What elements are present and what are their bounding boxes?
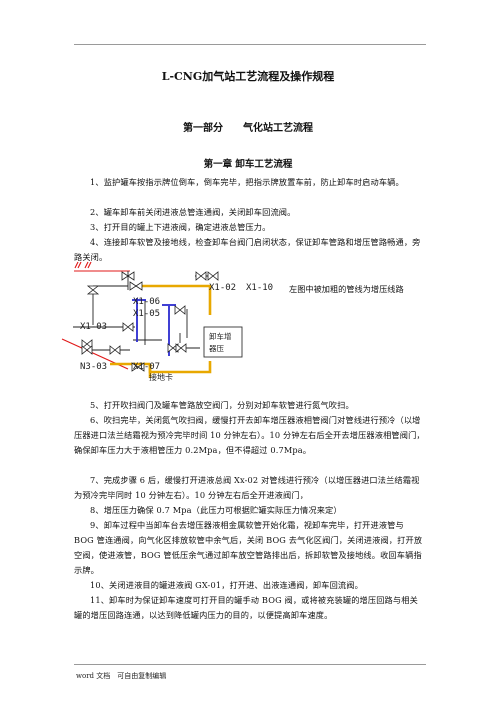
footer-rule [74,664,426,665]
paragraph-step-5: 5、打开吹扫阀门及罐车管路放空阀门，分别对卸车软管进行氮气吹扫。 [74,398,426,413]
valve-icon [81,345,93,355]
paragraph-text: 11、卸车时为保证卸车速度可打开目的罐手动 BOG 阀，或将被充装罐的增压回路与… [74,595,418,620]
label-x1-02: X1-02 [209,283,236,293]
paragraph-step-7: 7、完成步骤 6 后，缓慢打开进液总阀 Xx-02 对管线进行预冷（以增压器进口… [74,473,426,503]
label-x1-07: X1-07 [133,362,160,372]
paragraph-step-11: 11、卸车时为保证卸车速度可打开目的罐手动 BOG 阀，或将被充装罐的增压回路与… [74,593,426,623]
figure-caption: 左图中被加粗的管线为增压线路 [289,282,429,297]
valve-icon [122,322,134,332]
valve-icon [81,339,93,349]
box-label-2: 器压 [209,344,224,353]
valve-icon [195,271,207,281]
valve-icons [81,271,219,372]
paragraph-step-1: 1、监护罐车按指示牌位倒车，倒车完毕，把指示牌放置车前，防止卸车时启动车辆。 [74,175,426,190]
valve-icon [175,343,187,353]
part-heading: 第一部分 气化站工艺流程 [183,123,313,134]
paragraph-text: 5、打开吹扫阀门及罐车管路放空阀门，分别对卸车软管进行氮气吹扫。 [90,400,354,410]
paragraph-step-4: 4、连接卸车软管及接地线，检查卸车台阀门启闭状态，保证卸车管路和增压管路畅通，旁… [74,235,426,265]
paragraph-step-8: 8、增压压力确保 0.7 Mpa（此压力可根据贮罐实际压力情况来定） [74,503,426,518]
paragraph-text: 2、罐车卸车前关闭进液总管连通阀，关闭卸车回流阀。 [90,207,296,217]
valve-icon [174,305,186,315]
paragraph-step-6: 6、吹扫完毕，关闭氮气吹扫阀，缓慢打开去卸车增压器液相管阀门对管线进行预冷（以增… [74,413,426,458]
chapter-heading: 第一章 卸车工艺流程 [203,159,293,170]
paragraph-step-10: 10、关闭进液目的罐进液阀 GX-01，打开进、出液连通阀，卸车回流阀。 [74,578,426,593]
paragraph-text: 3、打开目的罐上下进液阀，确定进液总管压力。 [90,222,271,232]
valve-icon [129,281,143,291]
paragraph-step-2: 2、罐车卸车前关闭进液总管连通阀，关闭卸车回流阀。 [74,205,426,220]
document-title: L-CNG加气站工艺流程及操作规程 [161,70,335,83]
valve-icon [167,343,179,353]
paragraph-text: 8、增压压力确保 0.7 Mpa（此压力可根据贮罐实际压力情况来定） [90,505,342,515]
header-rule [74,44,426,45]
paragraph-text: 1、监护罐车按指示牌位倒车，倒车完毕，把指示牌放置车前，防止卸车时启动车辆。 [90,177,404,187]
paragraph-step-9: 9、卸车过程中当卸车台去增压器液相金属软管开始化霜，视卸车完毕，打开进液管与 B… [74,518,426,578]
page-footer: word 文档 可自由复制编辑 [76,672,167,680]
label-ground-clamp: 接地卡 [149,372,173,382]
label-x1-06: X1-06 [133,297,160,307]
valve-icon [207,271,219,281]
red-line-markers [74,261,92,269]
valve-icon [109,345,121,355]
paragraph-text: 10、关闭进液目的罐进液阀 GX-01，打开进、出液连通阀，卸车回流阀。 [90,580,363,590]
pressurizer-box [203,326,243,358]
valve-icon [121,271,135,281]
label-x1-03: X1-03 [80,322,107,332]
paragraph-step-3: 3、打开目的罐上下进液阀，确定进液总管压力。 [74,220,426,235]
label-x1-05: X1-05 [133,309,160,319]
paragraph-text: 7、完成步骤 6 后，缓慢打开进液总阀 Xx-02 对管线进行预冷（以增压器进口… [74,475,420,500]
label-x1-10: X1-10 [246,283,273,293]
label-n3-03: N3-03 [80,362,107,372]
box-label-1: 卸车增 [209,331,232,341]
paragraph-text: 6、吹扫完毕，关闭氮气吹扫阀，缓慢打开去卸车增压器液相管阀门对管线进行预冷（以增… [74,415,425,455]
figure-caption-text: 左图中被加粗的管线为增压线路 [289,284,404,294]
paragraph-text: 9、卸车过程中当卸车台去增压器液相金属软管开始化霜，视卸车完毕，打开进液管与 B… [74,520,423,575]
paragraph-text: 4、连接卸车软管及接地线，检查卸车台阀门启闭状态，保证卸车管路和增压管路畅通，旁… [74,237,421,262]
valve-icon [131,362,145,372]
valve-icon [86,285,100,295]
